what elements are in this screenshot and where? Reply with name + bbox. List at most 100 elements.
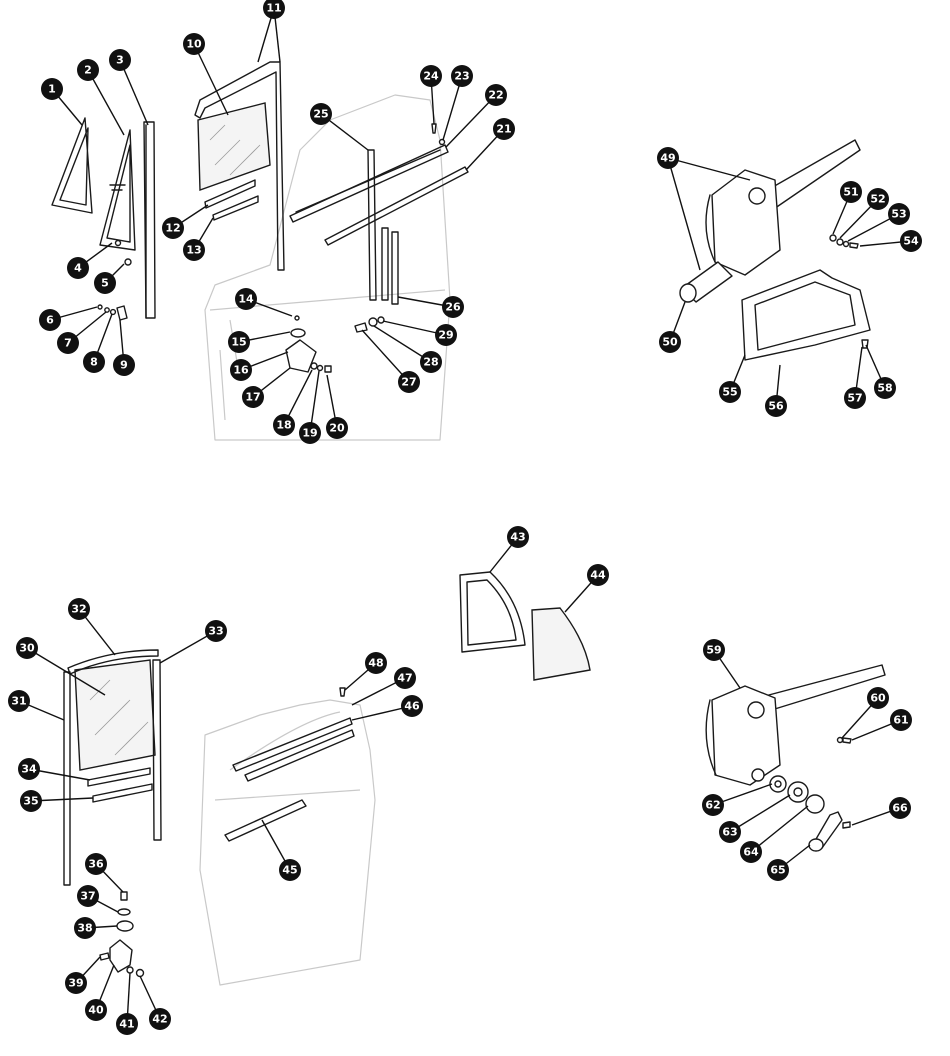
callout-3: 3 <box>109 49 131 71</box>
callout-34: 34 <box>18 758 40 780</box>
rear-stop-bracket-part <box>109 939 133 973</box>
svg-text:19: 19 <box>302 427 317 440</box>
svg-text:42: 42 <box>152 1013 167 1026</box>
svg-text:10: 10 <box>186 38 202 51</box>
rear-run-channel-part <box>63 671 71 886</box>
svg-text:47: 47 <box>397 672 412 685</box>
svg-text:23: 23 <box>454 70 469 83</box>
callout-19: 19 <box>299 422 321 444</box>
leader-line <box>445 94 497 148</box>
callout-17: 17 <box>242 386 264 408</box>
callout-14: 14 <box>235 288 257 310</box>
rear-regulator-group <box>705 664 886 852</box>
svg-text:41: 41 <box>119 1018 134 1031</box>
callout-43: 43 <box>507 526 529 548</box>
vent-window-frame-part <box>51 117 93 214</box>
svg-text:22: 22 <box>488 89 503 102</box>
callout-45: 45 <box>279 859 301 881</box>
quarter-window-frame-part <box>459 571 526 653</box>
svg-text:50: 50 <box>662 336 678 349</box>
svg-text:56: 56 <box>768 400 784 413</box>
callout-61: 61 <box>890 709 912 731</box>
svg-text:24: 24 <box>423 70 439 83</box>
svg-text:32: 32 <box>71 603 86 616</box>
svg-text:7: 7 <box>64 337 72 350</box>
callout-48: 48 <box>365 652 387 674</box>
callout-33: 33 <box>205 620 227 642</box>
svg-text:1: 1 <box>48 83 56 96</box>
rear-belt-weatherstrip-part <box>232 717 353 772</box>
callout-46: 46 <box>401 695 423 717</box>
leader-line <box>361 329 410 383</box>
callout-7: 7 <box>57 332 79 354</box>
rear-door-outline <box>199 699 376 986</box>
callout-57: 57 <box>844 387 866 409</box>
callout-24: 24 <box>420 65 442 87</box>
quarter-glass-part <box>531 607 591 681</box>
svg-text:34: 34 <box>21 763 37 776</box>
svg-text:37: 37 <box>80 890 95 903</box>
svg-text:8: 8 <box>90 356 98 369</box>
callout-35: 35 <box>20 790 42 812</box>
callout-27: 27 <box>398 371 420 393</box>
callout-58: 58 <box>874 377 896 399</box>
svg-text:59: 59 <box>706 644 721 657</box>
svg-text:17: 17 <box>245 391 260 404</box>
callout-5: 5 <box>94 272 116 294</box>
front-regulator-group <box>679 139 871 361</box>
callout-37: 37 <box>77 885 99 907</box>
callout-40: 40 <box>85 999 107 1021</box>
callout-59: 59 <box>703 639 725 661</box>
svg-text:35: 35 <box>23 795 38 808</box>
svg-text:66: 66 <box>892 802 908 815</box>
callout-15: 15 <box>228 331 250 353</box>
svg-text:21: 21 <box>496 123 511 136</box>
svg-text:30: 30 <box>19 642 35 655</box>
callout-31: 31 <box>8 690 30 712</box>
svg-text:36: 36 <box>88 858 104 871</box>
callout-36: 36 <box>85 853 107 875</box>
svg-text:11: 11 <box>266 2 281 15</box>
callout-52: 52 <box>867 188 889 210</box>
callout-66: 66 <box>889 797 911 819</box>
svg-text:65: 65 <box>770 864 785 877</box>
svg-text:28: 28 <box>423 356 438 369</box>
svg-text:64: 64 <box>743 846 759 859</box>
belt-weatherstrip-inner-part <box>289 144 449 223</box>
svg-text:54: 54 <box>903 235 919 248</box>
svg-text:57: 57 <box>847 392 862 405</box>
callout-38: 38 <box>74 917 96 939</box>
callout-51: 51 <box>840 181 862 203</box>
access-cover-panel-part <box>741 269 871 361</box>
callout-12: 12 <box>162 217 184 239</box>
callout-30: 30 <box>16 637 38 659</box>
rear-regulator-plate-part <box>711 685 781 786</box>
svg-text:33: 33 <box>208 625 223 638</box>
svg-text:18: 18 <box>276 419 291 432</box>
leader-line <box>373 325 432 363</box>
callout-9: 9 <box>113 354 135 376</box>
front-regulator-plate-part <box>711 169 781 276</box>
svg-text:25: 25 <box>313 108 328 121</box>
callout-23: 23 <box>451 65 473 87</box>
callout-56: 56 <box>765 395 787 417</box>
svg-text:49: 49 <box>660 152 675 165</box>
callout-8: 8 <box>83 351 105 373</box>
svg-text:13: 13 <box>186 244 201 257</box>
svg-text:26: 26 <box>445 301 461 314</box>
svg-text:40: 40 <box>88 1004 104 1017</box>
leader-line <box>119 59 149 126</box>
glass-run-channel-part <box>194 61 285 271</box>
svg-text:52: 52 <box>870 193 885 206</box>
svg-text:53: 53 <box>891 208 906 221</box>
svg-text:45: 45 <box>282 864 297 877</box>
leader-line <box>193 43 229 116</box>
rear-belt-molding-part <box>224 799 307 842</box>
callout-47: 47 <box>394 667 416 689</box>
callout-1: 1 <box>41 78 63 100</box>
leader-line <box>750 805 809 853</box>
leader-line <box>667 157 701 271</box>
callout-64: 64 <box>740 841 762 863</box>
svg-text:43: 43 <box>510 531 525 544</box>
callout-55: 55 <box>719 381 741 403</box>
